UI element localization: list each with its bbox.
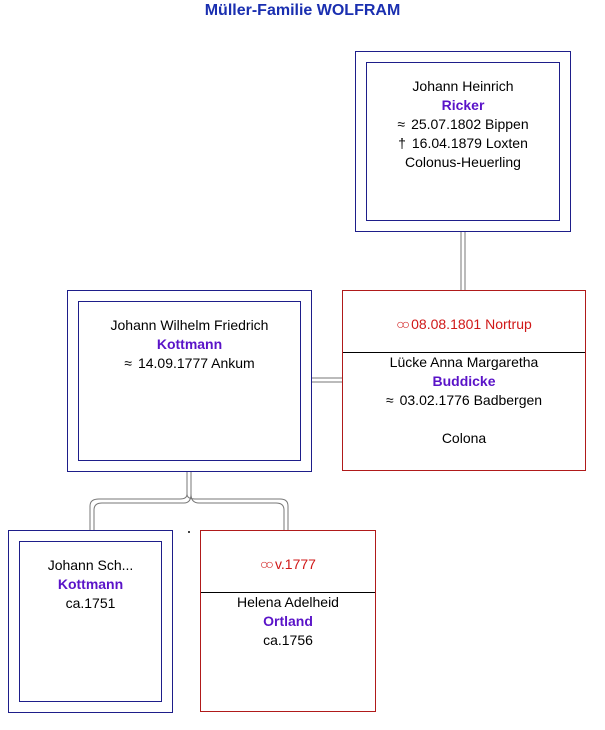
marriage-rings-icon: ○○ — [260, 556, 274, 572]
person-box-inner: Johann Wilhelm Friedrich Kottmann ≈14.09… — [78, 301, 301, 461]
given-name: Johann Heinrich — [412, 78, 514, 94]
baptism-date-place: 25.07.1802 Bippen — [411, 116, 529, 132]
baptism-symbol: ≈ — [397, 116, 406, 132]
spouse-details: Lücke Anna Margaretha Buddicke ≈03.02.17… — [343, 353, 585, 448]
spouse-details: Helena Adelheid Ortland ca.1756 — [201, 593, 375, 650]
baptism-line: ≈25.07.1802 Bippen — [367, 115, 559, 134]
given-name: Helena Adelheid — [237, 594, 339, 610]
surname: Ortland — [263, 613, 313, 629]
surname: Ricker — [441, 97, 485, 113]
surname: Buddicke — [432, 373, 496, 389]
death-date-place: 16.04.1879 Loxten — [411, 135, 528, 151]
baptism-date-place: 14.09.1777 Ankum — [137, 355, 255, 371]
surname: Kottmann — [156, 336, 223, 352]
death-line: † 16.04.1879 Loxten — [367, 134, 559, 153]
person-box-inner: Johann Heinrich Ricker ≈25.07.1802 Bippe… — [366, 62, 560, 221]
person-box-kottmann-js[interactable]: Johann Sch... Kottmann ca.1751 — [8, 530, 173, 713]
baptism-symbol: ≈ — [124, 355, 132, 371]
birth-date: ca.1756 — [263, 632, 313, 648]
person-box-kottmann-jwf[interactable]: Johann Wilhelm Friedrich Kottmann ≈14.09… — [67, 290, 312, 472]
page-title: Müller-Familie WOLFRAM — [204, 2, 401, 19]
baptism-line: ≈03.02.1776 Badbergen — [343, 391, 585, 410]
occupation: Colona — [441, 430, 487, 446]
spouse-box-ortland[interactable]: ○○v.1777 Helena Adelheid Ortland ca.1756 — [200, 530, 376, 712]
given-name: Johann Sch... — [47, 557, 134, 573]
stray-dot — [188, 531, 190, 533]
marriage-date-place: 08.08.1801 Nortrup — [411, 316, 532, 332]
person-box-inner: Johann Sch... Kottmann ca.1751 — [19, 541, 162, 702]
birth-date: ca.1751 — [65, 595, 116, 611]
given-name: Johann Wilhelm Friedrich — [110, 317, 269, 333]
death-symbol: † — [398, 135, 406, 151]
marriage-date: v.1777 — [274, 556, 316, 572]
baptism-symbol: ≈ — [385, 392, 394, 408]
baptism-line: ≈14.09.1777 Ankum — [79, 354, 300, 373]
given-name: Lücke Anna Margaretha — [389, 354, 539, 370]
person-box-ricker[interactable]: Johann Heinrich Ricker ≈25.07.1802 Bippe… — [355, 51, 571, 232]
spouse-box-buddicke[interactable]: ○○08.08.1801 Nortrup Lücke Anna Margaret… — [342, 290, 586, 471]
marriage-rings-icon: ○○ — [396, 316, 410, 332]
marriage-line: ○○v.1777 — [201, 531, 375, 593]
marriage-line: ○○08.08.1801 Nortrup — [343, 291, 585, 353]
baptism-date-place: 03.02.1776 Badbergen — [399, 392, 543, 408]
surname: Kottmann — [57, 576, 124, 592]
occupation: Colonus-Heuerling — [405, 154, 521, 170]
